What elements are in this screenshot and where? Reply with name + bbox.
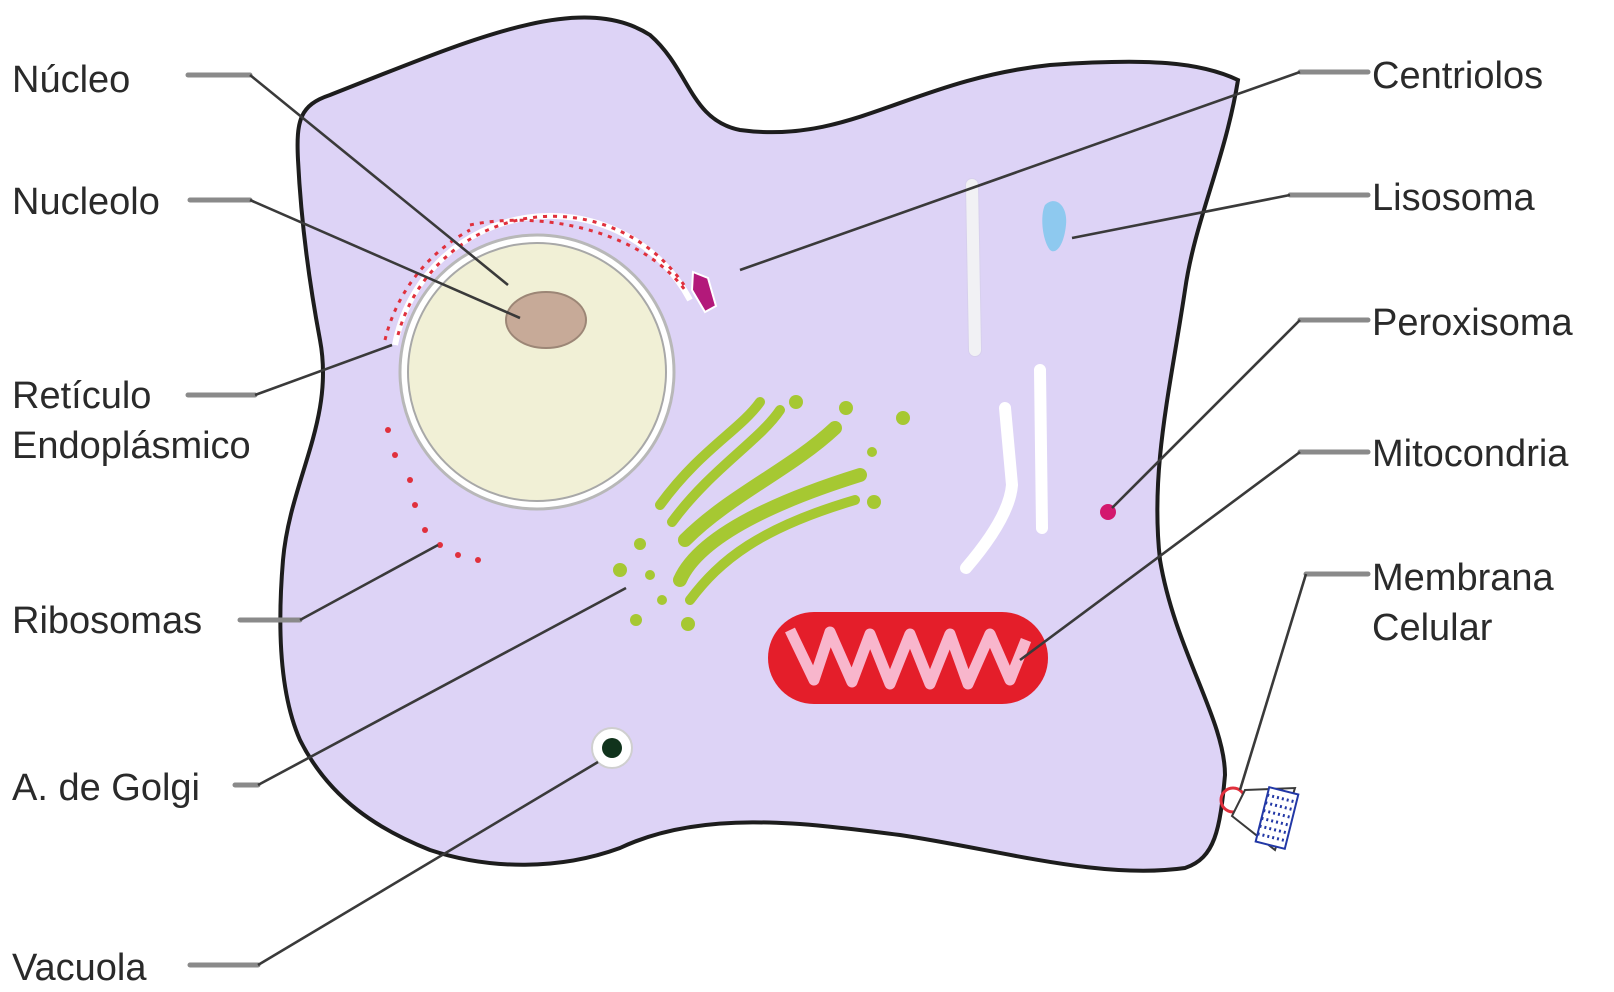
label-golgi: A. de Golgi [12,767,200,809]
membrane-zoom-inset [1221,787,1298,850]
mitochondria [768,612,1048,704]
nucleolus [506,292,586,348]
label-vacuola: Vacuola [12,947,147,987]
label-lisosoma: Lisosoma [1372,177,1535,219]
label-mitocondria: Mitocondria [1372,433,1569,475]
label-membrana-line1: Membrana [1372,557,1554,599]
label-ribosomas: Ribosomas [12,600,202,642]
label-nucleo: Núcleo [12,59,130,101]
label-peroxisoma: Peroxisoma [1372,302,1573,344]
label-reticulo-line2: Endoplásmico [12,425,251,467]
label-reticulo-line1: Retículo [12,375,151,417]
label-nucleolo: Nucleolo [12,181,160,223]
label-membrana-line2: Celular [1372,607,1493,649]
label-centriolos: Centriolos [1372,55,1543,97]
